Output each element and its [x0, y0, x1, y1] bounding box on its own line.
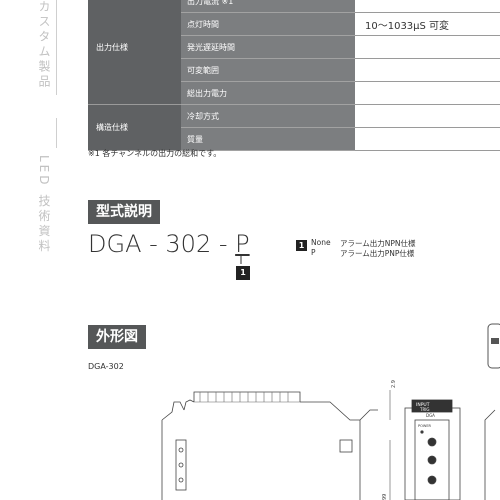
value-cell [355, 81, 500, 105]
panel-brand: DGA [426, 413, 435, 418]
value-cell [355, 35, 500, 59]
value-cell [355, 0, 500, 13]
table-row: 質量 [88, 127, 500, 151]
option-code-p: P [311, 248, 316, 257]
item-cell: 点灯時間 [181, 12, 355, 36]
item-cell: 発光遅延時間 [181, 35, 355, 59]
front-view [404, 399, 461, 500]
option-marker-badge: 1 [296, 240, 307, 251]
table-row: 構造仕様 冷却方式 [88, 104, 500, 151]
option-desc-p: アラーム出力PNP仕様 [340, 249, 415, 258]
side-view [161, 391, 378, 500]
category-output: 出力仕様 [88, 0, 181, 105]
sidebar-divider-top [56, 0, 57, 95]
value-cell [355, 127, 500, 151]
dim-top-label: 2.9 [391, 380, 397, 388]
table-row: 可変範囲 [88, 58, 500, 82]
outline-drawing: 2.9 99 INPUT TRIG DGA POWER [161, 380, 496, 500]
suffix-marker-badge: 1 [236, 266, 250, 280]
panel-power-label: POWER [418, 424, 432, 428]
spec-table: 出力仕様 出力電流 ※1 点灯時間 10〜1033μS 可変 発光遅延時間 可変… [88, 0, 500, 151]
value-cell [355, 104, 500, 128]
category-structure: 構造仕様 [88, 104, 181, 151]
model-code-base: DGA - 302 - [88, 230, 236, 258]
sidebar-label-custom-products[interactable]: カスタム製品 [37, 0, 51, 90]
dim-side-label: 99 [382, 494, 388, 500]
item-cell: 質量 [181, 127, 355, 151]
partial-drawing-right [487, 323, 500, 369]
outline-heading: 外形図 [88, 325, 146, 349]
option-desc-none: アラーム出力NPN仕様 [340, 239, 416, 248]
table-row: 出力仕様 出力電流 ※1 [88, 0, 500, 105]
table-row: 発光遅延時間 [88, 35, 500, 59]
partial-module-right [484, 409, 496, 500]
table-row: 点灯時間 10〜1033μS 可変 [88, 12, 500, 36]
item-cell: 可変範囲 [181, 58, 355, 82]
model-code: DGA - 302 - P [88, 230, 250, 258]
item-cell: 出力電流 ※1 [181, 0, 355, 13]
panel-label-trig: TRIG [419, 407, 430, 412]
sidebar-divider-middle [56, 118, 57, 148]
item-cell: 冷却方式 [181, 104, 355, 128]
item-cell: 総出力電力 [181, 81, 355, 105]
table-row: 総出力電力 [88, 81, 500, 105]
model-heading: 型式説明 [88, 200, 160, 224]
outline-model-label: DGA-302 [88, 362, 124, 371]
suffix-connector [240, 256, 242, 264]
option-code-none: None [311, 238, 331, 247]
sidebar-label-led-tech[interactable]: LED 技術資料 [37, 155, 51, 255]
model-code-suffix: P [235, 230, 250, 258]
panel-label-input: INPUT [416, 402, 430, 408]
footnote: ※1 各チャンネルの出力の総和です。 [88, 149, 222, 158]
value-cell: 10〜1033μS 可変 [355, 12, 500, 36]
value-cell [355, 58, 500, 82]
